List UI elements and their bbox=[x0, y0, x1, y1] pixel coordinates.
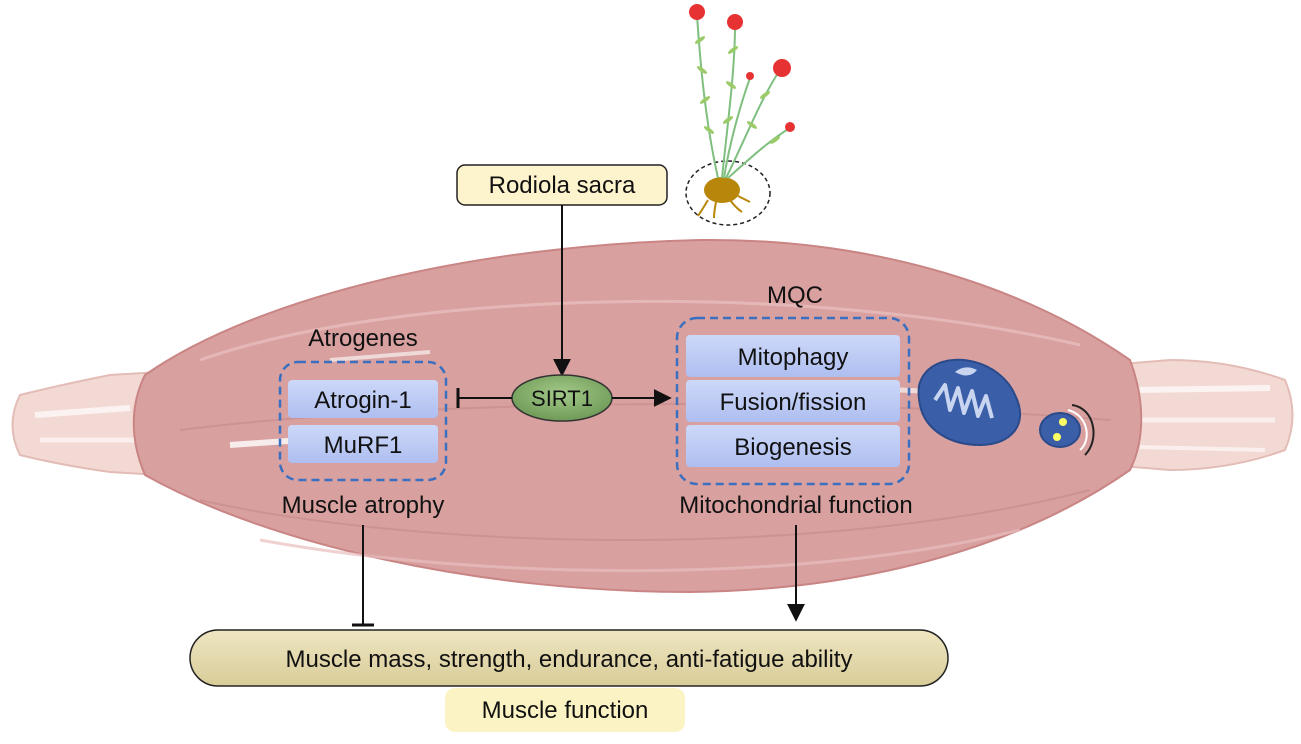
result-label: Muscle mass, strength, endurance, anti-f… bbox=[286, 646, 853, 673]
fusion-fission-label: Fusion/fission bbox=[720, 389, 867, 416]
rodiola-plant-icon bbox=[685, 4, 795, 226]
atrogin-1-label: Atrogin-1 bbox=[314, 387, 411, 414]
muscle-function-caption: Muscle function bbox=[445, 688, 685, 732]
muscle-function-label: Muscle function bbox=[482, 697, 649, 724]
muscle-atrophy-label: Muscle atrophy bbox=[282, 492, 445, 519]
mitophagy-box bbox=[686, 335, 900, 377]
sirt1-node: SIRT1 bbox=[511, 374, 613, 422]
murf1-box bbox=[288, 425, 438, 463]
fusion-fission-box bbox=[686, 380, 900, 422]
biogenesis-label: Biogenesis bbox=[734, 434, 851, 461]
muscle-belly bbox=[132, 238, 1143, 594]
mitochondrion-icon bbox=[917, 358, 1021, 447]
mqc-group: MQC Mitophagy Fusion/fission Biogenesis … bbox=[675, 282, 913, 519]
mitochondrial-function-label: Mitochondrial function bbox=[679, 492, 912, 519]
biogenesis-box bbox=[686, 425, 900, 467]
atrogenes-title: Atrogenes bbox=[308, 325, 417, 352]
result-node: Muscle mass, strength, endurance, anti-f… bbox=[189, 629, 949, 687]
atrogin-1-box bbox=[288, 380, 438, 418]
mitophagy-icon bbox=[1039, 404, 1095, 456]
rodiola-sacra-node: Rodiola sacra bbox=[456, 164, 668, 206]
muscle-illustration bbox=[11, 238, 1294, 594]
atrogenes-group: Atrogenes Atrogin-1 MuRF1 Muscle atrophy bbox=[278, 325, 448, 519]
murf1-label: MuRF1 bbox=[324, 432, 403, 459]
mqc-title: MQC bbox=[767, 282, 823, 309]
mitophagy-label: Mitophagy bbox=[738, 344, 849, 371]
sirt1-label: SIRT1 bbox=[531, 386, 593, 411]
rodiola-sacra-label: Rodiola sacra bbox=[489, 172, 636, 199]
